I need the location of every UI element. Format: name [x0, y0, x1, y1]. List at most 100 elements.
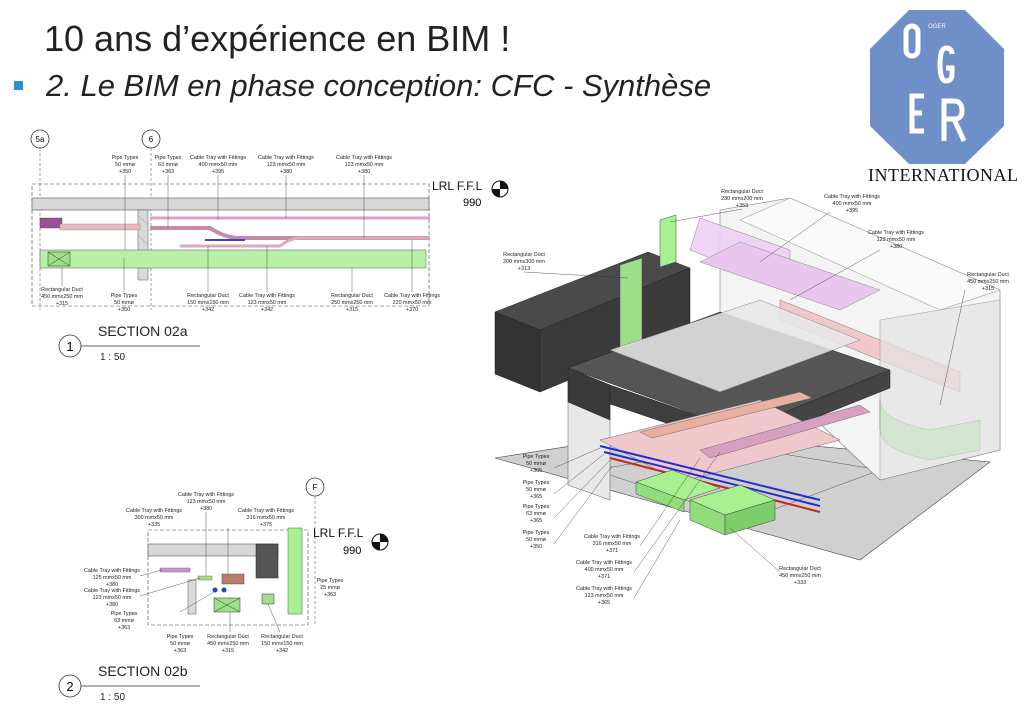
svg-text:Rectangular Duct: Rectangular Duct [207, 634, 249, 640]
svg-text:Cable Tray with Fittings: Cable Tray with Fittings [239, 293, 295, 299]
svg-text:63 mmø: 63 mmø [158, 162, 178, 168]
grid-label-6: 6 [149, 135, 154, 144]
svg-text:Pipe Types: Pipe Types [111, 293, 138, 299]
svg-text:50 mmø: 50 mmø [526, 461, 546, 467]
svg-text:450 mmx250 mm: 450 mmx250 mm [41, 294, 83, 300]
svg-text:123 mmx50 mm: 123 mmx50 mm [248, 300, 287, 306]
svg-text:Rectangular Duct: Rectangular Duct [967, 272, 1009, 278]
svg-text:Pipe Types: Pipe Types [523, 530, 550, 536]
svg-text:+380: +380 [106, 582, 118, 588]
svg-text:50 mmø: 50 mmø [170, 641, 190, 647]
svg-text:+380: +380 [890, 244, 902, 250]
svg-text:+365: +365 [530, 494, 542, 500]
svg-text:150 mmx150 mm: 150 mmx150 mm [187, 300, 229, 306]
svg-text:Pipe Types: Pipe Types [523, 454, 550, 460]
svg-text:+350: +350 [118, 307, 130, 313]
svg-text:+363: +363 [118, 625, 130, 631]
svg-text:230 mmx200 mm: 230 mmx200 mm [721, 196, 763, 202]
svg-text:63 mmø: 63 mmø [114, 618, 134, 624]
svg-text:Pipe Types: Pipe Types [155, 155, 182, 161]
svg-text:123 mmx50 mm: 123 mmx50 mm [877, 237, 916, 243]
svg-text:+365: +365 [530, 468, 542, 474]
svg-text:+315: +315 [222, 648, 234, 654]
slide-title: 10 ans d’expérience en BIM ! [44, 18, 511, 59]
svg-text:125 mmx50 mm: 125 mmx50 mm [93, 575, 132, 581]
svg-text:+380: +380 [200, 506, 212, 512]
svg-text:+353: +353 [736, 203, 748, 209]
svg-text:+365: +365 [530, 518, 542, 524]
svg-text:Pipe Types: Pipe Types [317, 578, 344, 584]
svg-text:+370: +370 [406, 307, 418, 313]
svg-text:+350: +350 [530, 544, 542, 550]
level-value-a: 990 [463, 197, 481, 209]
svg-text:123 mmx50 mm: 123 mmx50 mm [93, 595, 132, 601]
svg-text:50 mmø: 50 mmø [526, 537, 546, 543]
level-value-b: 990 [343, 545, 361, 557]
section-02b: F LRL F.F.L 990 Cable Tray with Fittings… [58, 477, 389, 703]
svg-text:+380: +380 [358, 169, 370, 175]
svg-text:+380: +380 [280, 169, 292, 175]
svg-text:Cable Tray with Fittings: Cable Tray with Fittings [584, 534, 640, 540]
svg-text:25 mmø: 25 mmø [320, 585, 340, 591]
svg-text:+375: +375 [260, 522, 272, 528]
svg-text:+315: +315 [982, 286, 994, 292]
svg-text:+313: +313 [518, 266, 530, 272]
svg-text:Pipe Types: Pipe Types [523, 480, 550, 486]
svg-text:Rectangular Duct: Rectangular Duct [779, 566, 821, 572]
svg-text:Pipe Types: Pipe Types [167, 634, 194, 640]
svg-text:+333: +333 [794, 580, 806, 586]
section-number-a-text: 1 [66, 339, 73, 354]
svg-text:Cable Tray with Fittings: Cable Tray with Fittings [576, 560, 632, 566]
svg-text:+335: +335 [148, 522, 160, 528]
svg-text:+342: +342 [261, 307, 273, 313]
svg-text:Cable Tray with Fittings: Cable Tray with Fittings [178, 492, 234, 498]
svg-text:Cable Tray with Fittings: Cable Tray with Fittings [84, 588, 140, 594]
svg-text:+395: +395 [846, 208, 858, 214]
section-number-b-text: 2 [66, 679, 73, 694]
svg-text:50 mmø: 50 mmø [115, 162, 135, 168]
svg-text:Cable Tray with Fittings: Cable Tray with Fittings [336, 155, 392, 161]
svg-text:50 mmø: 50 mmø [114, 300, 134, 306]
svg-text:Cable Tray with Fittings: Cable Tray with Fittings [258, 155, 314, 161]
svg-text:316 mmx50 mm: 316 mmx50 mm [247, 515, 286, 521]
svg-text:Cable Tray with Fittings: Cable Tray with Fittings [126, 508, 182, 514]
section-scale-a: 1 : 50 [100, 352, 125, 363]
svg-text:Cable Tray with Fittings: Cable Tray with Fittings [824, 194, 880, 200]
svg-text:+363: +363 [162, 169, 174, 175]
svg-text:220 mmx50 mm: 220 mmx50 mm [393, 300, 432, 306]
section-title-b: SECTION 02b [98, 663, 188, 679]
svg-text:150 mmx150 mm: 150 mmx150 mm [261, 641, 303, 647]
slide-subtitle: 2. Le BIM en phase conception: CFC - Syn… [46, 68, 712, 103]
svg-text:Rectangular Duct: Rectangular Duct [41, 287, 83, 293]
section-title-a: SECTION 02a [98, 323, 188, 339]
svg-text:450 mmx250 mm: 450 mmx250 mm [779, 573, 821, 579]
oger-logo: OGER [870, 10, 1004, 164]
svg-text:250 mmx250 mm: 250 mmx250 mm [331, 300, 373, 306]
svg-text:63 mmø: 63 mmø [526, 511, 546, 517]
svg-text:Cable Tray with Fittings: Cable Tray with Fittings [190, 155, 246, 161]
svg-text:123 mmx50 mm: 123 mmx50 mm [585, 593, 624, 599]
